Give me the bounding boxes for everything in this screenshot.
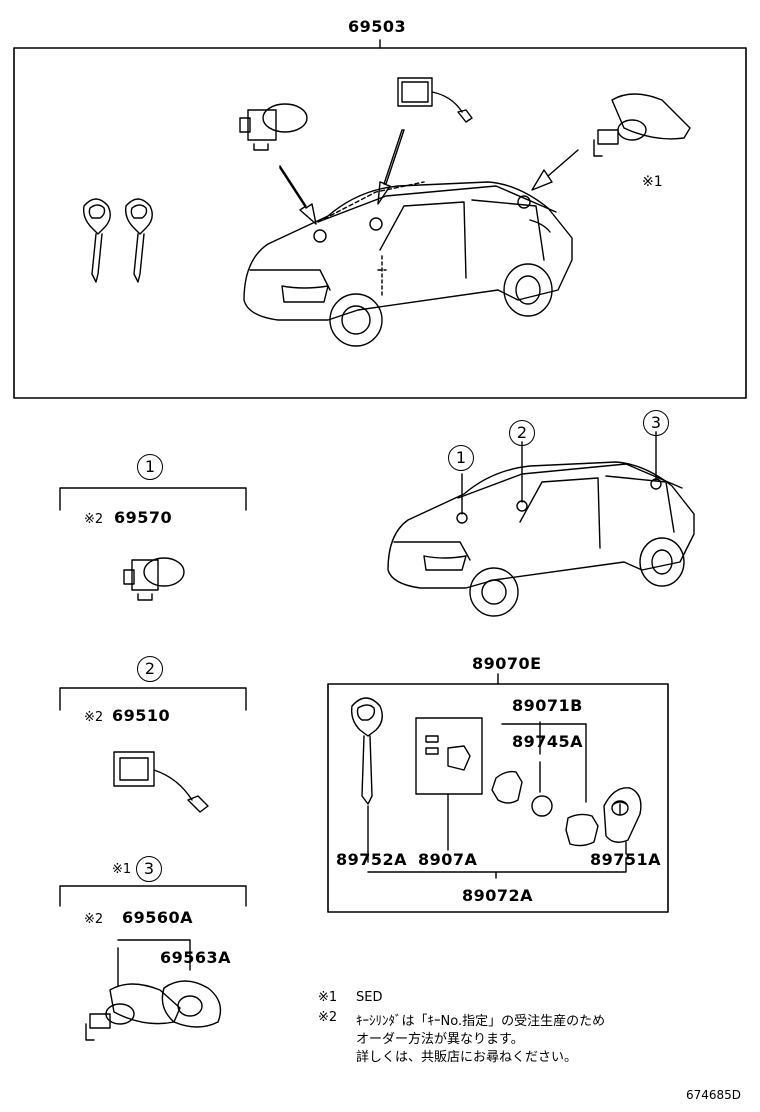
part-number-89751A[interactable]: 89751A: [590, 850, 662, 869]
leaders-89070E: [367, 793, 627, 863]
marker-sed-g3: ※1: [112, 862, 132, 877]
kit-frame: [13, 47, 747, 399]
group1-bracket: [59, 487, 247, 511]
footnote-2-mark: ※2: [318, 1010, 338, 1025]
arrow-icon-ignition: [377, 129, 405, 205]
key-plate-89907A: [415, 717, 483, 795]
part-number-89752A[interactable]: 89752A: [336, 850, 408, 869]
door-lock-cylinder-icon-g1: [123, 557, 185, 601]
part-number-69503[interactable]: 69503: [348, 17, 407, 36]
battery-icon: [531, 795, 553, 817]
part-number-8907A[interactable]: 8907A: [418, 850, 478, 869]
transmitter-case-icon: [491, 770, 523, 804]
marker-order-g2: ※2: [84, 710, 104, 725]
footnote-1-mark: ※1: [318, 990, 338, 1005]
group3-bracket: [59, 885, 247, 907]
part-number-69570[interactable]: 69570: [114, 508, 173, 527]
transmitter-cover-icon: [565, 813, 599, 847]
key-icon-2: [124, 198, 153, 283]
footnote-1-text: SED: [356, 990, 383, 1005]
footnote-2-line3: 詳しくは、共販店にお尋ねください。: [356, 1050, 578, 1065]
part-number-69563A[interactable]: 69563A: [160, 948, 232, 967]
group2-bracket: [59, 687, 247, 711]
bracket-89071B: [501, 723, 587, 803]
transmitter-89751A-icon: [603, 787, 642, 843]
arrow-icon-trunk: [531, 149, 579, 191]
marker-order-g1: ※2: [84, 512, 104, 527]
marker-sed-top: ※1: [642, 174, 663, 190]
callout-3-car: 3: [643, 410, 669, 436]
part-number-89071B[interactable]: 89071B: [512, 696, 583, 715]
part-number-89072A[interactable]: 89072A: [462, 886, 534, 905]
arrow-icon-door: [279, 165, 317, 225]
trunk-lock-icon-g3: [85, 980, 222, 1041]
part-number-69560A[interactable]: 69560A: [122, 908, 194, 927]
callout-1-group: 1: [137, 454, 163, 480]
trunk-lock-icon: [593, 93, 691, 157]
key-plate-tags: [425, 735, 471, 771]
key-icon-89752A: [350, 697, 383, 805]
leader-69560A: [117, 939, 191, 987]
callout-3-group: 3: [136, 856, 162, 882]
footnote-2-line2: オーダー方法が異なります。: [356, 1032, 524, 1047]
footnote-2-line1: ｷｰｼﾘﾝﾀﾞは「ｷｰNo.指定」の受注生産のため: [356, 1014, 606, 1029]
diagram-id: 674685D: [686, 1088, 742, 1102]
ignition-switch-icon: [397, 77, 473, 123]
callout-1-car: 1: [448, 445, 474, 471]
door-lock-cylinder-icon: [239, 103, 308, 151]
callout-2-group: 2: [137, 656, 163, 682]
callout-2-car: 2: [509, 420, 535, 446]
key-icon-1: [82, 198, 111, 283]
car-illustration-bottom: [387, 431, 695, 617]
part-number-89070E[interactable]: 89070E: [472, 654, 542, 673]
bracket-89072A: [367, 857, 627, 879]
part-number-89745A[interactable]: 89745A: [512, 732, 584, 751]
transmitter-kit-frame: [327, 683, 669, 913]
car-illustration-top: [243, 181, 573, 347]
ignition-switch-icon-g2: [113, 751, 209, 813]
part-number-69510[interactable]: 69510: [112, 706, 171, 725]
marker-order-g3: ※2: [84, 912, 104, 927]
